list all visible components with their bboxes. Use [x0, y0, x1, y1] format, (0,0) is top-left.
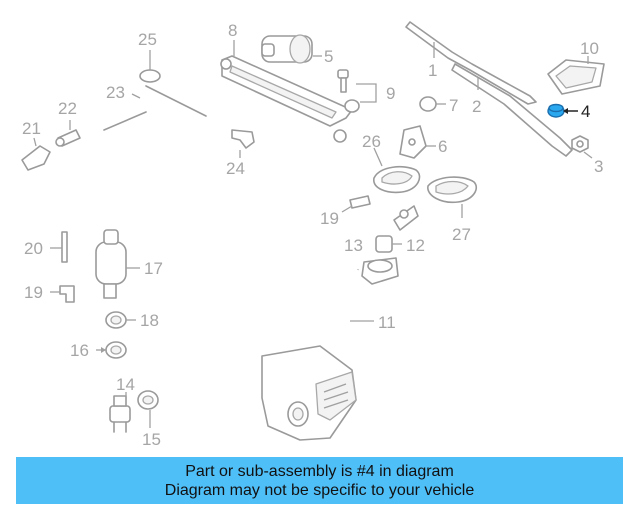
part-cowl-cover-10	[547, 56, 605, 95]
callout-26: 26	[362, 132, 381, 151]
part-wiper-linkage-8	[220, 40, 353, 143]
callout-12: 12	[406, 236, 425, 255]
callout-19-top: 19	[320, 209, 339, 228]
callout-17: 17	[144, 259, 163, 278]
banner-line-2: Diagram may not be specific to your vehi…	[164, 481, 475, 499]
callout-8: 8	[228, 21, 237, 40]
part-grommet-18	[105, 311, 136, 329]
callout-24: 24	[226, 159, 245, 178]
part-wiper-motor-5	[261, 34, 322, 64]
callout-4: 4	[581, 102, 590, 121]
callout-22: 22	[58, 99, 77, 118]
part-connector-19-left	[50, 285, 75, 303]
callout-21: 21	[22, 119, 41, 138]
part-bolt-9	[337, 69, 377, 113]
part-bracket-6	[399, 125, 436, 159]
part-nut-3	[571, 135, 593, 159]
info-banner: Part or sub-assembly is #4 in diagram Di…	[16, 457, 623, 504]
callout-15: 15	[142, 430, 161, 449]
part-nozzle-26	[373, 147, 421, 194]
callout-9: 9	[386, 84, 395, 103]
callout-6: 6	[438, 137, 447, 156]
callout-2: 2	[472, 97, 481, 116]
callout-18: 18	[140, 311, 159, 330]
callout-11: 11	[378, 313, 396, 332]
part-grommet-7	[419, 96, 446, 112]
part-filler-neck-13	[361, 205, 419, 285]
part-washer-reservoir	[261, 345, 357, 441]
part-washer-pump-17	[95, 229, 140, 299]
callout-5: 5	[324, 47, 333, 66]
part-grommet-16	[96, 341, 127, 359]
callout-16: 16	[70, 341, 89, 360]
parts-diagram: 1 2 3 4 5 6 7 8 9 10 11 12 13 14 15 16 1…	[21, 21, 605, 449]
part-rod-23	[103, 85, 207, 131]
part-cap-4	[547, 103, 578, 118]
part-hose-11	[320, 269, 374, 362]
callout-27: 27	[452, 225, 471, 244]
callout-19-left: 19	[24, 283, 43, 302]
part-level-sensor-14	[109, 392, 131, 433]
part-grommet-15	[137, 390, 159, 428]
part-grommet-25	[139, 50, 161, 83]
part-connector-24	[231, 129, 255, 158]
callout-20: 20	[24, 239, 43, 258]
callout-25: 25	[138, 30, 157, 49]
callout-14: 14	[116, 375, 135, 394]
part-wiper-arm-1	[405, 21, 537, 105]
part-nozzle-22	[55, 120, 81, 147]
callout-10: 10	[580, 39, 599, 58]
part-wiper-arm-2	[451, 63, 573, 157]
part-rod-20	[50, 231, 68, 263]
part-nozzle-21	[21, 137, 51, 171]
banner-line-1: Part or sub-assembly is #4 in diagram	[185, 462, 454, 480]
part-connector-19-top	[341, 195, 371, 213]
part-nozzle-27	[427, 176, 478, 218]
part-pump-seal-12	[375, 235, 402, 253]
callout-13: 13	[344, 236, 363, 255]
callout-7: 7	[449, 96, 458, 115]
callout-1: 1	[428, 61, 437, 80]
callout-3: 3	[594, 157, 603, 176]
callout-23: 23	[106, 83, 125, 102]
